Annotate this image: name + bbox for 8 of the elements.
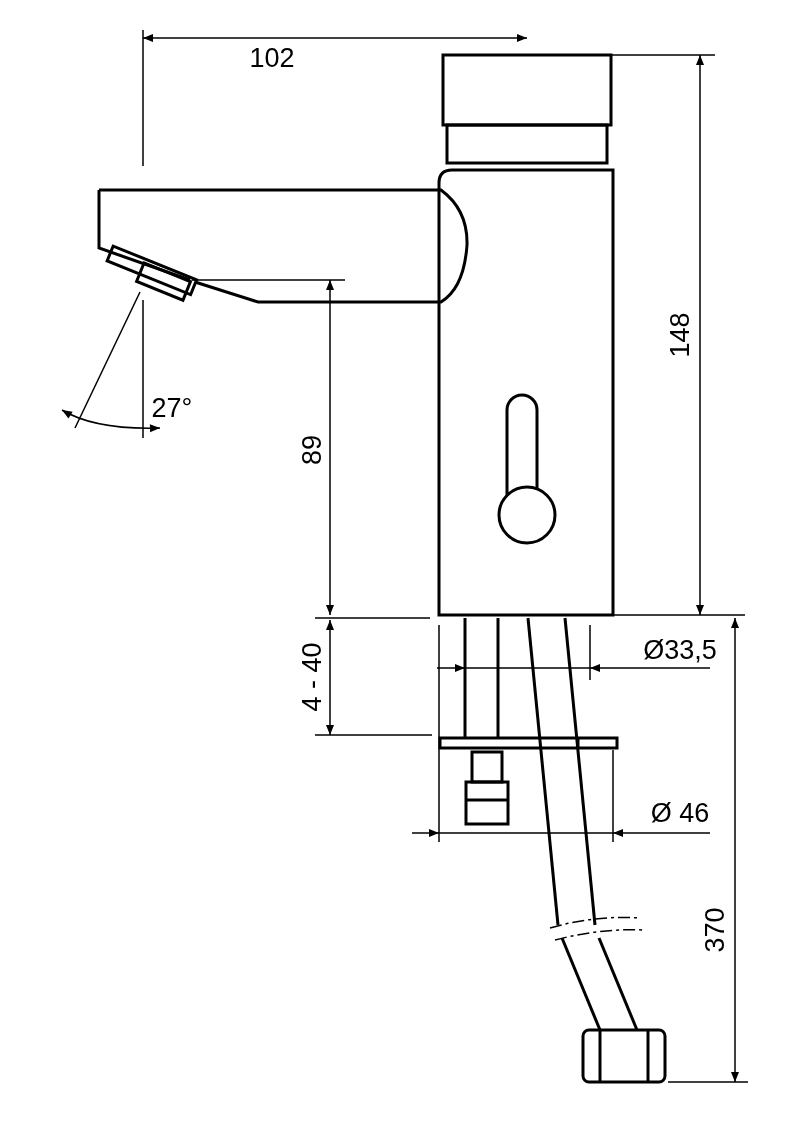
dimension-label: 89 xyxy=(298,435,326,465)
dimension-label: Ø 46 xyxy=(650,799,710,827)
dimension-label: 148 xyxy=(666,312,694,358)
dimension-label: 4 - 40 xyxy=(298,642,326,712)
dimension-label: Ø33,5 xyxy=(643,636,717,664)
dimension-label: 370 xyxy=(701,907,729,953)
dimension-label: 102 xyxy=(249,44,295,72)
angle-label: 27° xyxy=(151,394,193,422)
